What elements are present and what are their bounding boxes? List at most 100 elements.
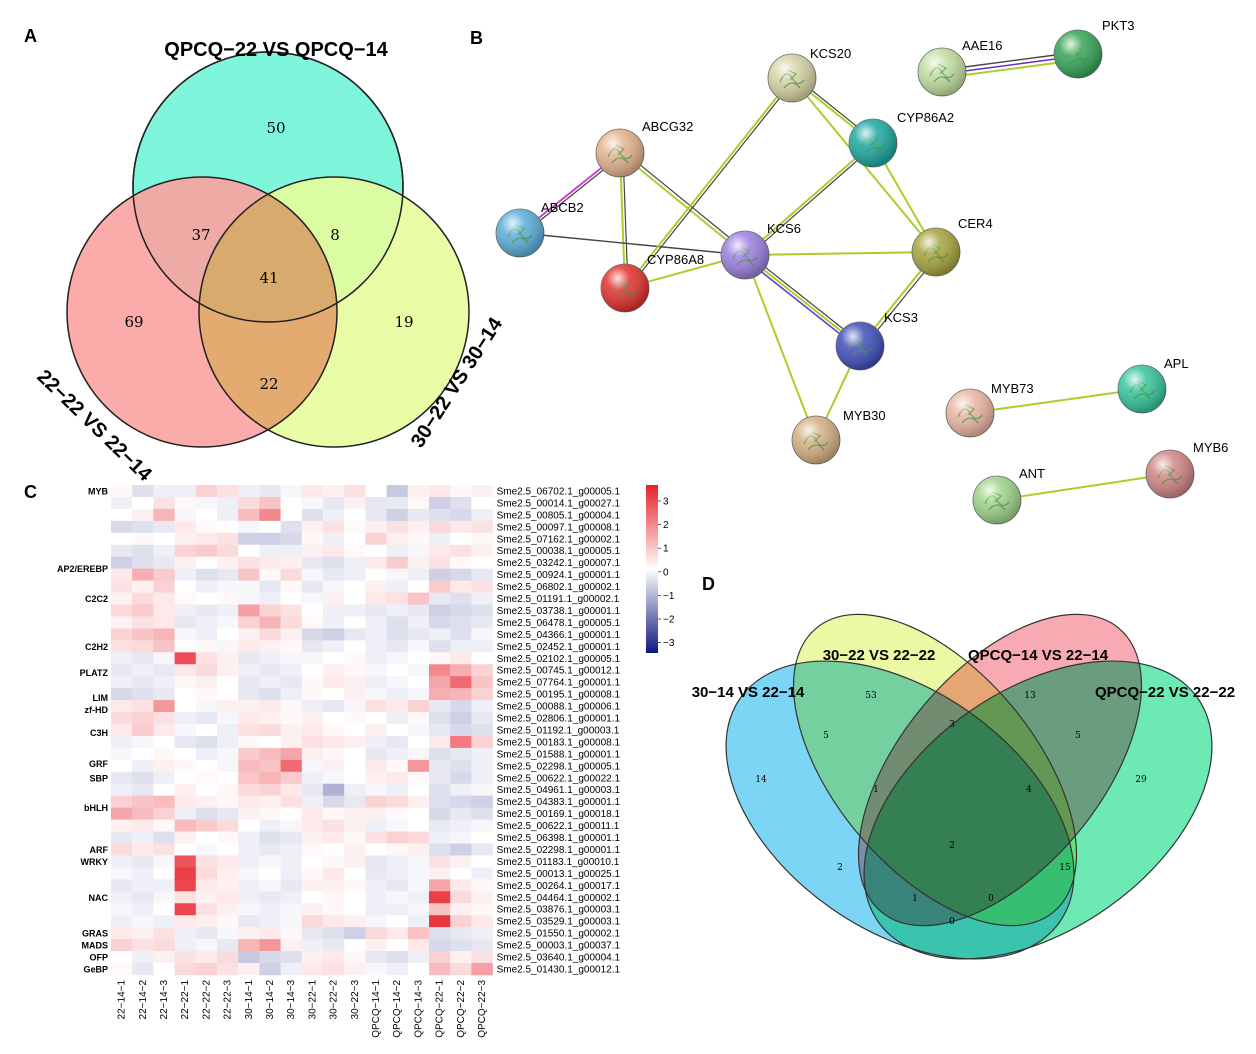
heatmap-cell bbox=[238, 903, 260, 916]
heatmap-row-label: Sme2.5_07764.1_g00001.1 bbox=[497, 678, 621, 689]
heatmap-cell bbox=[153, 592, 175, 605]
heatmap-cell bbox=[323, 520, 345, 534]
heatmap-cell bbox=[323, 652, 345, 665]
heatmap-cell bbox=[174, 688, 197, 701]
heatmap-cell bbox=[471, 759, 493, 773]
heatmap-cell bbox=[386, 747, 409, 761]
heatmap-cell bbox=[153, 652, 175, 665]
heatmap-cell bbox=[429, 771, 451, 785]
heatmap-cell bbox=[195, 795, 218, 808]
heatmap-cell bbox=[301, 891, 324, 904]
heatmap-cell bbox=[280, 795, 303, 808]
heatmap-cell bbox=[280, 879, 303, 892]
heatmap-column-label: QPCQ−14−3 bbox=[413, 980, 424, 1038]
heatmap-cell bbox=[344, 831, 366, 844]
heatmap-cell bbox=[365, 520, 387, 534]
heatmap-cell bbox=[301, 795, 324, 808]
heatmap-cell bbox=[471, 843, 493, 856]
network-node-ant: ANT bbox=[972, 466, 1045, 525]
heatmap-cell bbox=[195, 688, 218, 701]
heatmap-cell bbox=[195, 724, 218, 737]
heatmap-cell bbox=[217, 640, 239, 653]
heatmap-cell bbox=[259, 879, 281, 892]
heatmap-cell bbox=[217, 891, 239, 904]
heatmap-cell bbox=[344, 568, 366, 581]
heatmap-row-label: Sme2.5_02452.1_g00001.1 bbox=[497, 642, 621, 653]
heatmap-cell bbox=[238, 879, 260, 892]
heatmap-cell bbox=[195, 700, 218, 713]
heatmap-cell bbox=[153, 831, 175, 844]
heatmap-cell bbox=[323, 628, 345, 641]
heatmap-cell bbox=[429, 556, 451, 569]
heatmap-cell bbox=[280, 831, 303, 844]
colorbar-tick-label: 2 bbox=[663, 520, 669, 531]
heatmap-cell bbox=[195, 652, 218, 665]
heatmap-cell bbox=[259, 688, 281, 701]
heatmap-cell bbox=[259, 556, 281, 569]
heatmap-cell bbox=[323, 735, 345, 749]
heatmap-cell bbox=[344, 592, 366, 605]
heatmap-cell bbox=[259, 843, 281, 856]
heatmap-cell bbox=[111, 903, 133, 916]
heatmap-cell bbox=[365, 676, 387, 689]
heatmap-cell bbox=[323, 843, 345, 856]
heatmap-cell bbox=[365, 783, 387, 796]
heatmap-cell bbox=[471, 963, 493, 976]
heatmap-cell bbox=[471, 891, 493, 904]
heatmap-cell bbox=[301, 532, 324, 546]
heatmap-cell bbox=[450, 783, 472, 796]
heatmap-cell bbox=[386, 652, 409, 665]
node-label-cer4: CER4 bbox=[958, 216, 993, 231]
heatmap-cell bbox=[132, 580, 154, 593]
heatmap-cell bbox=[407, 712, 430, 725]
heatmap-cell bbox=[259, 903, 281, 916]
node-label-abcb2: ABCB2 bbox=[541, 200, 584, 215]
venn-a-region-top-left: 37 bbox=[191, 226, 210, 244]
heatmap-cell bbox=[365, 879, 387, 892]
heatmap-cell bbox=[365, 485, 387, 498]
edge-ant-myb6 bbox=[996, 473, 1171, 501]
heatmap-cell bbox=[323, 879, 345, 892]
heatmap-cell bbox=[450, 915, 472, 928]
heatmap-cell bbox=[386, 831, 409, 844]
heatmap-cell bbox=[238, 580, 260, 593]
heatmap-cell bbox=[153, 855, 175, 868]
heatmap-cell bbox=[259, 712, 281, 725]
heatmap-row-label: Sme2.5_00264.1_g00017.1 bbox=[497, 881, 621, 892]
heatmap-cell bbox=[153, 532, 175, 546]
heatmap-cell bbox=[407, 807, 430, 820]
heatmap-cell bbox=[365, 735, 387, 749]
heatmap-cell bbox=[365, 771, 387, 785]
heatmap-cell bbox=[429, 544, 451, 557]
node-shine-kcs20 bbox=[768, 54, 816, 102]
heatmap-cell bbox=[301, 544, 324, 557]
heatmap-cell bbox=[407, 688, 430, 701]
heatmap-cell bbox=[259, 759, 281, 773]
heatmap-cell bbox=[238, 807, 260, 820]
heatmap-cell bbox=[195, 580, 218, 593]
venn-a-region-left-right: 22 bbox=[259, 375, 278, 393]
heatmap-cell bbox=[344, 485, 366, 498]
heatmap-cell bbox=[301, 807, 324, 820]
heatmap-cell bbox=[153, 724, 175, 737]
heatmap-cell bbox=[301, 604, 324, 617]
heatmap-cell bbox=[195, 496, 218, 510]
heatmap-cell bbox=[195, 640, 218, 653]
edge-kcs6-cer4 bbox=[744, 251, 937, 256]
heatmap-cell bbox=[174, 939, 197, 952]
heatmap-cell bbox=[238, 927, 260, 940]
heatmap-cell bbox=[280, 688, 303, 701]
heatmap-cell bbox=[174, 759, 197, 773]
heatmap-cell bbox=[280, 664, 303, 677]
node-label-kcs3: KCS3 bbox=[884, 310, 918, 325]
heatmap-cell bbox=[407, 556, 430, 569]
heatmap-cell bbox=[323, 759, 345, 773]
heatmap-cell bbox=[323, 640, 345, 653]
heatmap-cell bbox=[280, 783, 303, 796]
heatmap-cell bbox=[280, 508, 303, 522]
heatmap-cell bbox=[259, 640, 281, 653]
heatmap-cell bbox=[217, 747, 239, 761]
heatmap-cell bbox=[407, 628, 430, 641]
heatmap-cell bbox=[365, 891, 387, 904]
heatmap-cell bbox=[429, 640, 451, 653]
